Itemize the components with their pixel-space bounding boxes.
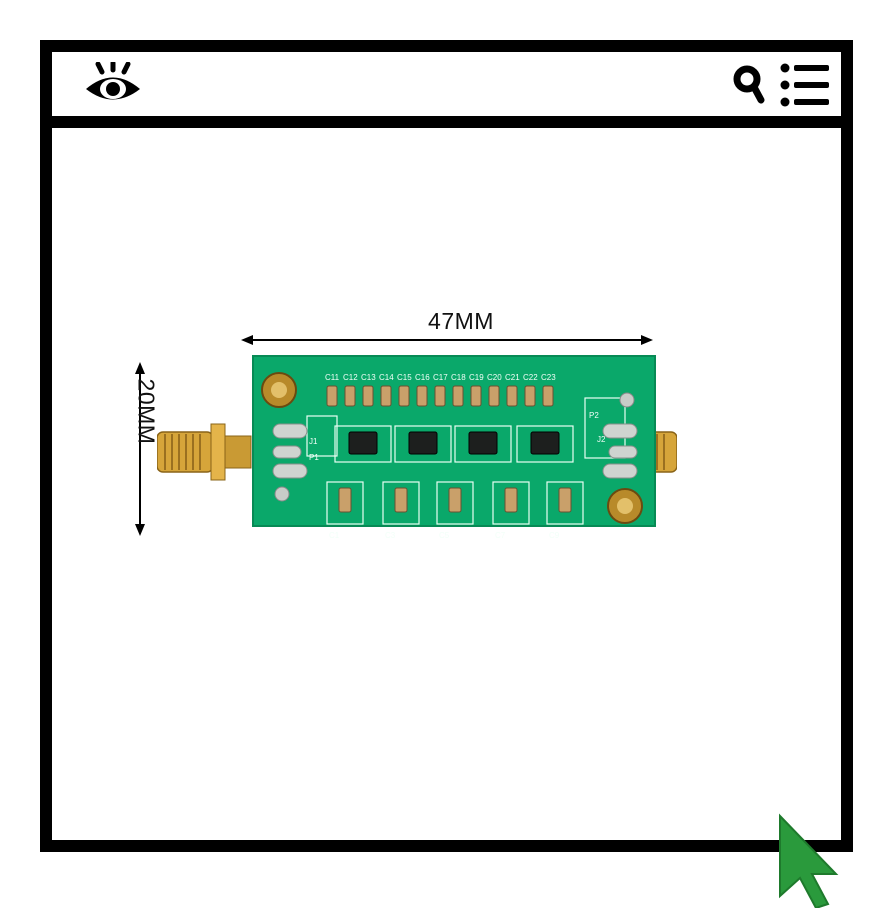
pcb-label-c18: C18 — [451, 373, 466, 382]
pcb-label-c17: C17 — [433, 373, 448, 382]
pcb-label-c12: C12 — [343, 373, 358, 382]
image-canvas: 47MM 20MM — [52, 128, 841, 840]
list-menu-icon[interactable] — [780, 62, 830, 108]
pcb-label-c5: C5 — [439, 531, 450, 540]
dimension-arrows — [135, 335, 653, 536]
pcb-label-j1: J1 — [309, 437, 318, 446]
left-sma-connector — [157, 423, 252, 481]
pcb-label-c15: C15 — [397, 373, 412, 382]
browser-window: 47MM 20MM — [40, 40, 853, 852]
pcb-label-c22: C22 — [523, 373, 538, 382]
pcb-label-c20: C20 — [487, 373, 502, 382]
pcb-label-p2: P2 — [589, 411, 599, 420]
pcb-label-c11: C11 — [325, 373, 340, 382]
pcb-label-c9: C9 — [549, 531, 560, 540]
pcb-label-p1: P1 — [309, 453, 319, 462]
eye-icon[interactable] — [82, 62, 144, 106]
width-dimension-label: 47MM — [428, 308, 494, 334]
cursor-arrow-icon — [779, 813, 839, 908]
attenuator-board-image: C11 C12 C13 C14 C15 C16 C17 C18 C19 C20 … — [157, 355, 677, 540]
pcb-label-j2: J2 — [597, 435, 606, 444]
pcb-label-c1: C1 — [329, 531, 340, 540]
pcb-label-c19: C19 — [469, 373, 484, 382]
pcb-label-c14: C14 — [379, 373, 394, 382]
pcb-label-c16: C16 — [415, 373, 430, 382]
pcb-label-c23: C23 — [541, 373, 556, 382]
title-bar — [52, 52, 841, 128]
height-dimension-label: 20MM — [133, 378, 160, 445]
search-icon[interactable] — [732, 64, 766, 104]
pcb-label-c3: C3 — [385, 531, 396, 540]
pcb-label-c21: C21 — [505, 373, 520, 382]
pcb-label-c13: C13 — [361, 373, 376, 382]
pcb-label-c7: C7 — [495, 531, 506, 540]
